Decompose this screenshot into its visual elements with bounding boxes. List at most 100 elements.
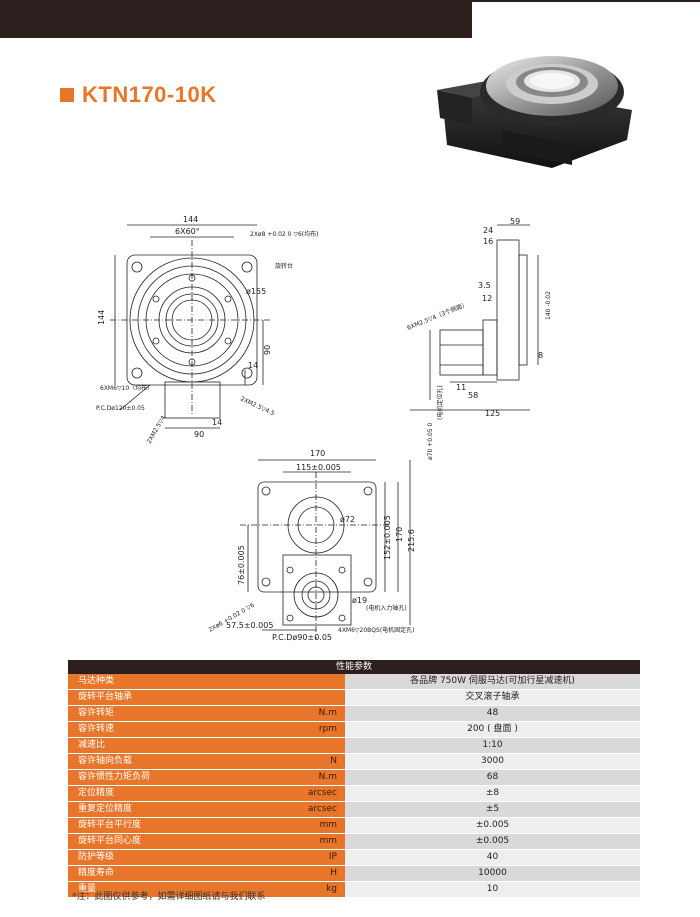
- spec-unit: N.m: [254, 770, 345, 785]
- spec-name: 定位精度: [68, 786, 254, 801]
- spec-unit: [254, 690, 345, 705]
- dim-side-24: 24: [483, 226, 493, 235]
- bottom-view: [240, 459, 411, 640]
- top-header-line: [472, 0, 700, 2]
- dim-front-pcd: P.C.Dø120±0.05: [96, 405, 145, 412]
- spec-unit: mm: [254, 834, 345, 849]
- spec-table-header: 性能参数: [68, 660, 640, 674]
- spec-name: 旋转平台轴承: [68, 690, 254, 705]
- dim-bottom-170h: 170: [395, 527, 404, 542]
- dim-side-thread: 6XM2.5▽4（3个侧面）: [406, 300, 469, 332]
- spec-value: 10: [345, 882, 640, 897]
- dim-bottom-115: 115±0.005: [296, 463, 341, 472]
- dim-side-58: 58: [468, 391, 478, 400]
- spec-unit: N.m: [254, 706, 345, 721]
- spec-value: ±0.005: [345, 818, 640, 833]
- dim-front-h144: 144: [97, 310, 106, 325]
- dim-front-14: 14: [248, 361, 258, 370]
- spec-unit: H: [254, 866, 345, 881]
- spec-value: 各品牌 750W 伺服马达(可加行星减速机): [345, 674, 640, 689]
- spec-value: 3000: [345, 754, 640, 769]
- technical-drawings: 144 6X60° 2Xø8 +0.02 0 ▽6(均布) 旋转台 ø155 1…: [0, 200, 700, 652]
- dim-side-11: 11: [456, 383, 466, 392]
- dim-front-angle: 6X60°: [175, 227, 200, 236]
- dim-side-59: 59: [510, 217, 520, 226]
- product-title-text: KTN170-10K: [82, 82, 217, 107]
- dim-bottom-76: 76±0.005: [237, 545, 246, 585]
- spec-name: 旋转平台同心度: [68, 834, 254, 849]
- spec-unit: arcsec: [254, 802, 345, 817]
- spec-value: 200 ( 盘面 ): [345, 722, 640, 737]
- dim-front-thread3: 2XM2.5▽4: [146, 414, 168, 445]
- spec-value: ±8: [345, 786, 640, 801]
- dim-front-thread2: 2XM2.5▽4.5: [239, 395, 275, 417]
- dim-front-d155: ø155: [246, 287, 266, 296]
- dim-front-thread1: 6XM6▽10（均布）: [100, 384, 153, 392]
- footer-note: *注：此图仅供参考，如需详细图纸请与我们联系: [72, 892, 266, 902]
- drawings-svg: 144 6X60° 2Xø8 +0.02 0 ▽6(均布) 旋转台 ø155 1…: [96, 215, 552, 642]
- dim-bottom-d72: ø72: [340, 515, 355, 524]
- spec-row: 马达种类 各品牌 750W 伺服马达(可加行星减速机): [68, 674, 640, 690]
- dim-bottom-d19: ø19: [352, 596, 367, 605]
- dim-side-note: (电机定位孔): [436, 385, 444, 420]
- spec-unit: arcsec: [254, 786, 345, 801]
- dim-front-tag: 旋转台: [275, 262, 293, 270]
- spec-unit: mm: [254, 818, 345, 833]
- dim-front-90: 90: [263, 345, 272, 355]
- spec-unit: [254, 674, 345, 689]
- spec-value: 48: [345, 706, 640, 721]
- dim-side-125: 125: [485, 409, 500, 418]
- spec-name: 重复定位精度: [68, 802, 254, 817]
- spec-name: 旋转平台平行度: [68, 818, 254, 833]
- dim-bottom-152: 152±0.005: [383, 515, 392, 560]
- dim-side-16: 16: [483, 237, 493, 246]
- spec-row: 旋转平台轴承 交叉滚子轴承: [68, 690, 640, 706]
- dim-bottom-170: 170: [310, 449, 325, 458]
- spec-value: ±5: [345, 802, 640, 817]
- spec-value: 10000: [345, 866, 640, 881]
- spec-value: 40: [345, 850, 640, 865]
- product-title: KTN170-10K: [60, 82, 217, 107]
- spec-name: 容许转矩: [68, 706, 254, 721]
- dim-bottom-pcd: P.C.Dø90±0.05: [272, 633, 332, 642]
- dim-side-12: 12: [482, 294, 492, 303]
- dim-side-35: 3.5: [478, 281, 491, 290]
- title-square-icon: [60, 88, 74, 102]
- dim-bottom-2156: 215.6: [407, 529, 416, 552]
- dim-front-w14: 14: [212, 418, 222, 427]
- spec-name: 重量: [68, 882, 254, 897]
- spec-unit: N: [254, 754, 345, 769]
- front-view: [110, 224, 270, 429]
- spec-name: 马达种类: [68, 674, 254, 689]
- dim-bottom-thread: 4XM6▽20BQS(电机固定孔): [338, 626, 415, 634]
- spec-unit: [254, 738, 345, 753]
- spec-name: 精度寿命: [68, 866, 254, 881]
- spec-value: ±0.005: [345, 834, 640, 849]
- spec-rows: 马达种类各品牌 750W 伺服马达(可加行星减速机)旋转平台轴承交叉滚子轴承容许…: [68, 674, 640, 898]
- dim-bottom-575: 57.5±0.005: [226, 621, 273, 630]
- product-photo: [437, 56, 632, 168]
- spec-name: 容许轴向负载: [68, 754, 254, 769]
- dim-side-140: 140 -0.02: [545, 291, 552, 320]
- dim-bottom-d19-note: (电机入力轴孔): [366, 604, 407, 612]
- spec-unit: rpm: [254, 722, 345, 737]
- spec-value: 1:10: [345, 738, 640, 753]
- spec-name: 容许转速: [68, 722, 254, 737]
- dim-side-70: ø70 +0.05 0: [427, 422, 434, 460]
- dim-front-144: 144: [183, 215, 198, 224]
- spec-unit: IP: [254, 850, 345, 865]
- spec-name: 防护等级: [68, 850, 254, 865]
- spec-value: 交叉滚子轴承: [345, 690, 640, 705]
- side-view: [410, 224, 539, 411]
